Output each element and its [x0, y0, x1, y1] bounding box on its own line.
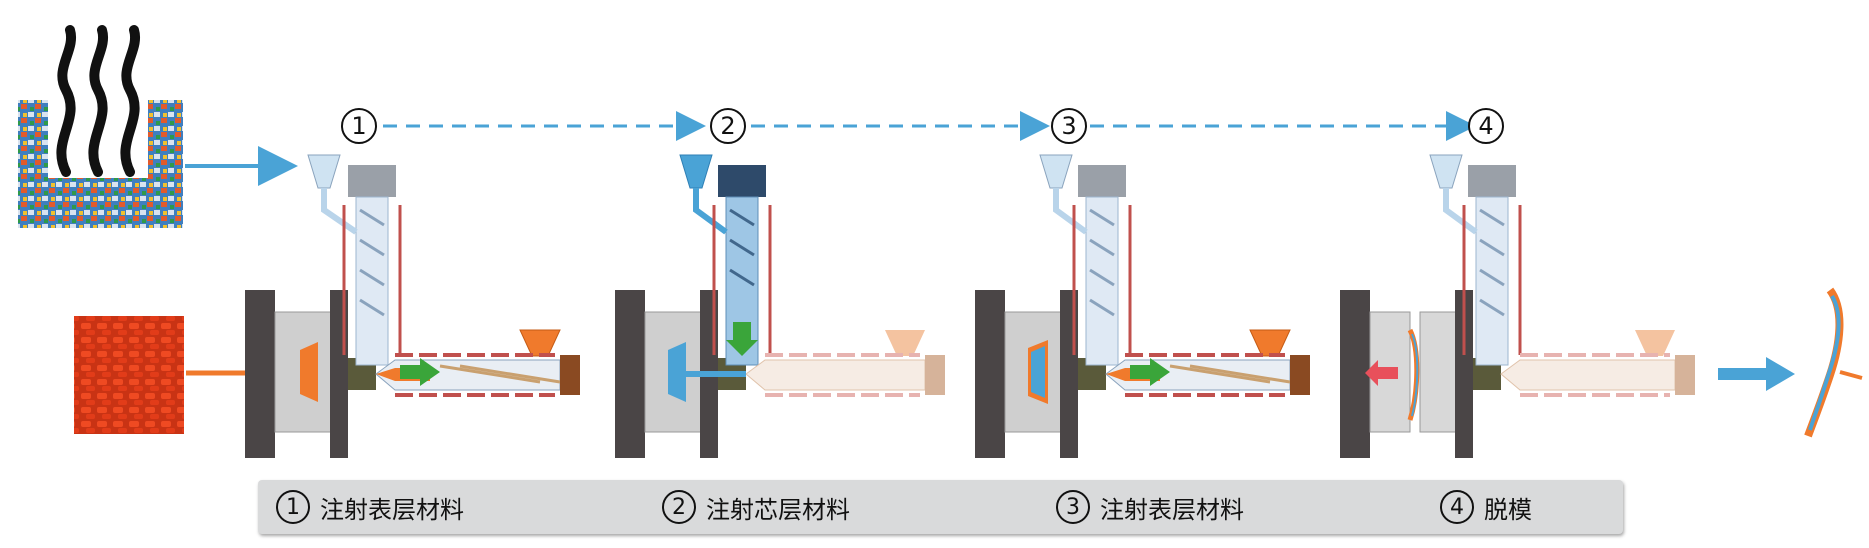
machine-stage-1	[245, 154, 580, 458]
step-number-1: 1	[341, 108, 377, 144]
virgin-pellets-image	[74, 316, 184, 434]
machine-stage-4	[1340, 154, 1695, 458]
legend-step-1: 1 注射表层材料	[276, 480, 464, 534]
legend-step-3: 3 注射表层材料	[1056, 480, 1244, 534]
step-number-4: 4	[1468, 108, 1504, 144]
recycled-material-image	[18, 25, 183, 228]
legend-step-1-number: 1	[276, 490, 310, 524]
finished-part	[1804, 287, 1863, 438]
legend-step-1-label: 注射表层材料	[320, 495, 464, 524]
legend-step-2-number: 2	[662, 490, 696, 524]
legend-step-4-number: 4	[1440, 490, 1474, 524]
step-number-2: 2	[710, 108, 746, 144]
step-number-3: 3	[1051, 108, 1087, 144]
step-legend: 1 注射表层材料 2 注射芯层材料 3 注射表层材料 4 脱模	[258, 480, 1623, 534]
machine-stage-3	[975, 154, 1310, 458]
legend-step-4: 4 脱模	[1440, 480, 1532, 534]
legend-step-3-label: 注射表层材料	[1100, 495, 1244, 524]
legend-step-3-number: 3	[1056, 490, 1090, 524]
legend-step-4-label: 脱模	[1484, 495, 1532, 524]
machine-stage-2	[615, 154, 945, 458]
legend-step-2: 2 注射芯层材料	[662, 480, 850, 534]
output-arrow	[1718, 357, 1795, 391]
legend-step-2-label: 注射芯层材料	[706, 495, 850, 524]
